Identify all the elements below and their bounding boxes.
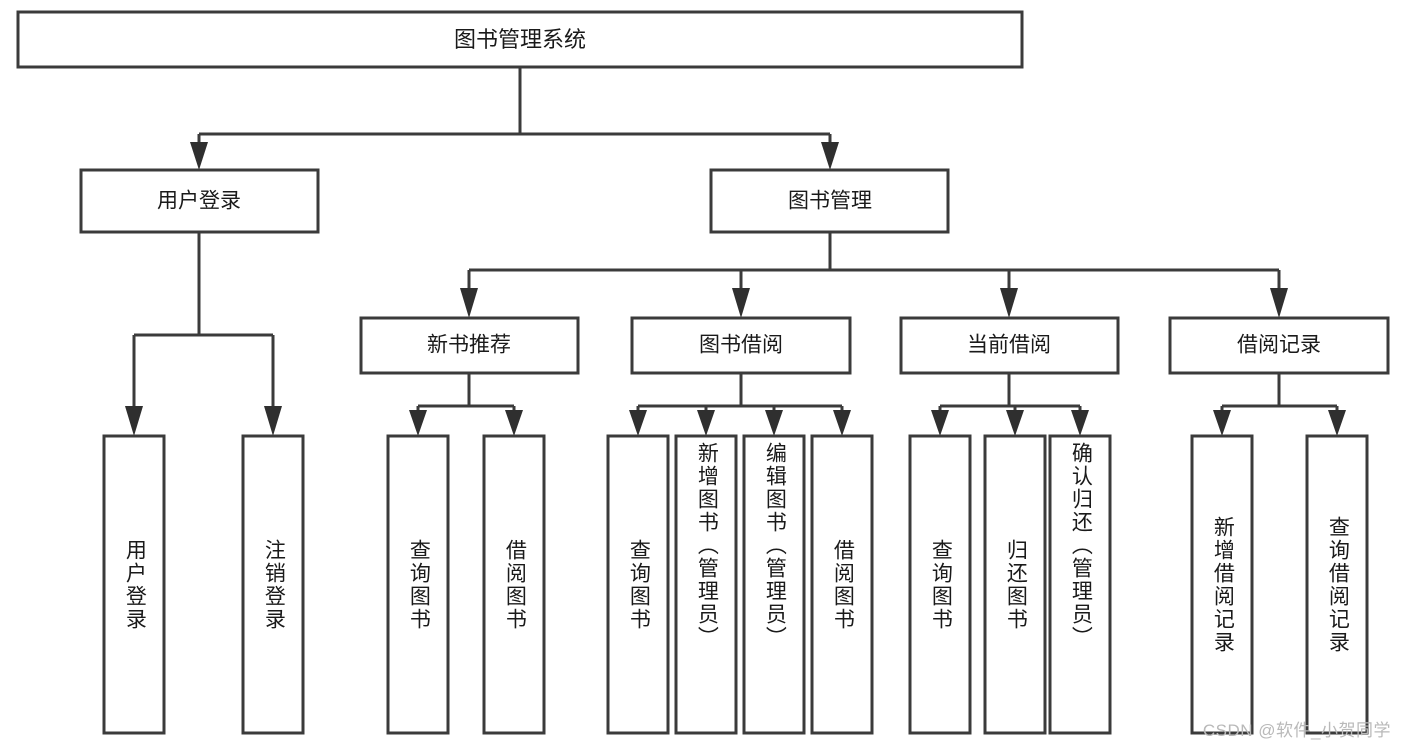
arrow-to-leaf-query-book-2 (629, 410, 647, 436)
arrow-to-user-login (190, 142, 208, 170)
arrow-to-leaf-borrow-book-2 (833, 410, 851, 436)
arrow-to-leaf-confirm-return-admin (1071, 410, 1089, 436)
node-borrow-record-box[interactable] (1168, 316, 1390, 375)
connector-layer (125, 67, 1346, 436)
node-leaf-add-book-admin-box[interactable] (674, 434, 738, 735)
arrow-to-leaf-query-book-3 (931, 410, 949, 436)
node-leaf-borrow-book-2-box[interactable] (810, 434, 874, 735)
node-leaf-borrow-book-1-box[interactable] (482, 434, 546, 735)
node-leaf-logout-login-box[interactable] (241, 434, 305, 735)
arrow-to-leaf-add-book-admin (697, 410, 715, 436)
arrow-to-borrow-record (1270, 288, 1288, 318)
arrow-to-leaf-borrow-book-1 (505, 410, 523, 436)
node-leaf-return-book-box[interactable] (983, 434, 1047, 735)
node-current-borrow-label: 当前借阅 (967, 334, 1051, 357)
node-book-borrow-box[interactable] (630, 316, 852, 375)
node-root-box[interactable] (16, 10, 1024, 69)
arrow-to-book-manage (821, 142, 839, 170)
arrow-to-new-book-recommend (460, 288, 478, 318)
arrow-to-leaf-edit-book-admin (765, 410, 783, 436)
arrow-to-current-borrow (1000, 288, 1018, 318)
node-leaf-user-login-box[interactable] (102, 434, 166, 735)
node-book-manage-box[interactable] (709, 168, 950, 234)
node-leaf-query-book-3-box[interactable] (908, 434, 972, 735)
node-leaf-confirm-return-admin-box[interactable] (1048, 434, 1112, 735)
node-leaf-query-book-2-box[interactable] (606, 434, 670, 735)
node-root-label: 图书管理系统 (454, 27, 586, 52)
node-user-login-box[interactable] (79, 168, 320, 234)
node-layer: 图书管理系统 用户登录 图书管理 新书推荐 图书借阅 当前借阅 借阅记录 (16, 10, 1390, 735)
node-book-manage-label: 图书管理 (788, 190, 872, 213)
node-leaf-edit-book-admin-box[interactable] (742, 434, 806, 735)
arrow-to-leaf-logout-login (264, 406, 282, 436)
node-leaf-query-borrow-record-box[interactable] (1305, 434, 1369, 735)
arrow-to-leaf-user-login (125, 406, 143, 436)
arrow-to-leaf-query-book-1 (409, 410, 427, 436)
arrow-to-leaf-return-book (1006, 410, 1024, 436)
node-new-book-recommend-box[interactable] (359, 316, 580, 375)
node-current-borrow-box[interactable] (899, 316, 1120, 375)
node-leaf-query-book-1-box[interactable] (386, 434, 450, 735)
arrow-to-book-borrow (732, 288, 750, 318)
arrow-to-leaf-query-borrow-record (1328, 410, 1346, 436)
node-borrow-record-label: 借阅记录 (1237, 334, 1321, 357)
watermark-text: CSDN @软件_小贺同学 (1202, 721, 1391, 740)
node-book-borrow-label: 图书借阅 (699, 334, 783, 357)
node-new-book-recommend-label: 新书推荐 (427, 334, 511, 357)
node-user-login-label: 用户登录 (157, 190, 241, 213)
arrow-to-leaf-add-borrow-record (1213, 410, 1231, 436)
node-leaf-add-borrow-record-box[interactable] (1190, 434, 1254, 735)
